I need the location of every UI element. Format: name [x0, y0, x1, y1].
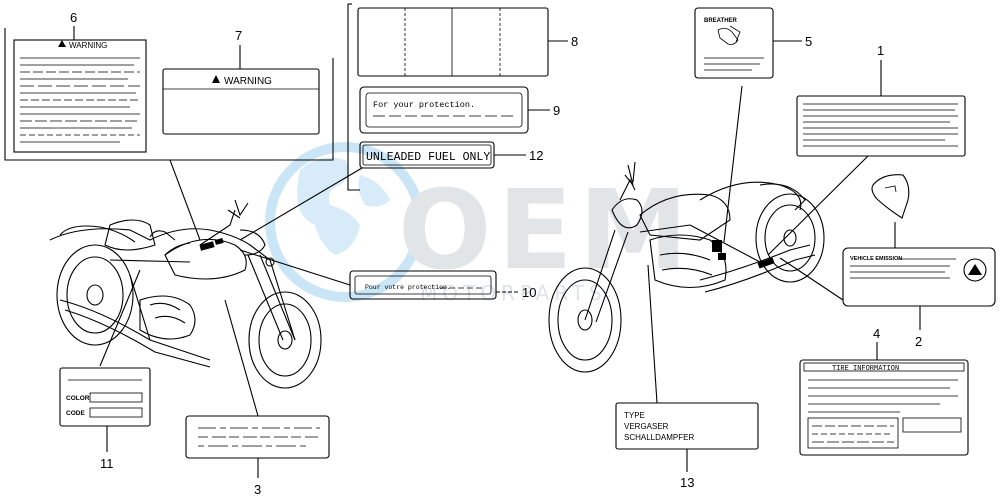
leader-10-bike [239, 249, 351, 286]
callout-9: 9 [553, 103, 560, 118]
label-shield [871, 174, 910, 219]
label-4-tire-info: TIRE INFORMATION [799, 359, 969, 456]
label-shield-mark [884, 185, 897, 193]
label-3 [185, 415, 330, 459]
label-8 [357, 7, 549, 77]
leader-1-bike [767, 155, 869, 256]
leader-3-bike [224, 299, 259, 417]
label-6-title: WARNING [69, 41, 107, 50]
label-13-vergaser-text: VERGASER [624, 422, 669, 431]
label-13-type: TYPE VERGASER SCHALLDAMPFER [615, 402, 759, 450]
leader-2-bike [779, 257, 844, 301]
label-2-title: VEHICLE EMISSION [850, 256, 902, 262]
leader-5-bike [723, 85, 743, 243]
label-5-title: BREATHER [704, 18, 738, 24]
watermark: OEM MOTORPARTS [265, 142, 694, 305]
label-9-text: For your protection. [373, 100, 475, 110]
callout-10: 10 [522, 285, 536, 300]
callout-2: 2 [915, 334, 922, 349]
label-12-text: UNLEADED FUEL ONLY [366, 151, 490, 164]
callout-8: 8 [571, 34, 578, 49]
label-7-title: WARNING [224, 76, 272, 87]
label-10-text: Pour votre protection. [365, 284, 451, 291]
label-13-type-text: TYPE [624, 411, 645, 420]
leader-12-bike [239, 167, 363, 241]
label-11-color: COLOR [66, 395, 90, 402]
callout-11: 11 [100, 456, 114, 471]
label-6-warning: WARNING [13, 39, 147, 153]
leader-11-bike [99, 269, 141, 367]
motorcycle-left [49, 199, 322, 389]
leader-6-7-bike [169, 159, 201, 241]
callout-12: 12 [529, 148, 543, 163]
label-12-unleaded: UNLEADED FUEL ONLY [359, 141, 495, 169]
label-1 [796, 95, 966, 157]
callout-1: 1 [877, 43, 884, 58]
label-7-warning: WARNING [162, 68, 320, 135]
bracket-8-9-12 [347, 4, 360, 191]
leader-13-bike [647, 264, 658, 404]
bracket-6-7 [4, 28, 334, 161]
label-5-breather: BREATHER [694, 7, 774, 79]
label-11-code: CODE [66, 410, 85, 417]
callout-3: 3 [254, 482, 261, 497]
label-13-schalldampfer-text: SCHALLDAMPFER [624, 433, 694, 442]
watermark-logo: OEM [398, 166, 694, 294]
callout-13: 13 [680, 475, 694, 490]
callout-4: 4 [873, 326, 880, 341]
label-4-title: TIRE INFORMATION [832, 365, 899, 373]
motorcycle-right [548, 161, 825, 373]
label-9-protection: For your protection. [359, 86, 529, 134]
label-11-color-code: COLOR CODE [59, 367, 151, 427]
label-2-emission: VEHICLE EMISSION [842, 247, 996, 307]
callout-6: 6 [70, 10, 77, 25]
callout-5: 5 [805, 34, 812, 49]
callout-7: 7 [235, 28, 242, 43]
